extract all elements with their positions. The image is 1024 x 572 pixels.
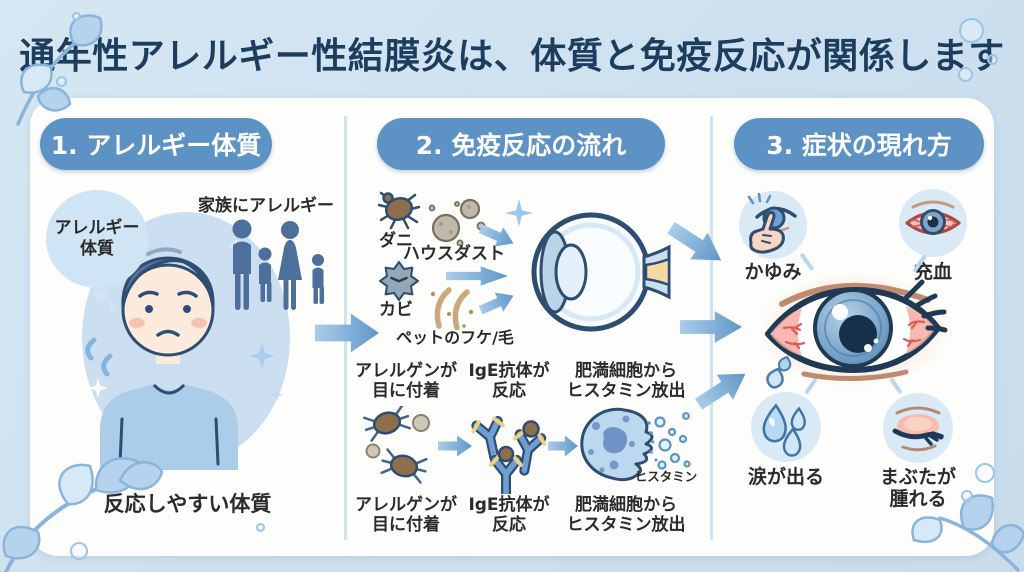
bubble-decoration — [987, 54, 998, 65]
histamine-label: ヒスタミン — [634, 469, 698, 484]
leaf-branch-decoration-top-left — [16, 14, 103, 126]
step1-label-top: アレルゲンが 目に付着 — [355, 361, 457, 402]
allergen-cluster-icon — [362, 406, 430, 485]
step2-label-top: IgE抗体が 反応 — [468, 361, 550, 402]
swollen-eyelid-circle — [883, 393, 953, 463]
bubble-decoration — [70, 542, 88, 560]
panel2-header-label: 2. 免疫反応の流れ — [415, 131, 627, 160]
step2-label-bottom: IgE抗体が 反応 — [468, 495, 550, 536]
bubble-decoration — [256, 523, 265, 532]
eye-cross-section-illustration — [531, 212, 671, 332]
family-history-label: 家族にアレルギー — [198, 196, 334, 216]
panel2-header-pill: 2. 免疫反応の流れ — [377, 118, 665, 170]
panel3-header-pill: 3. 症状の現れ方 — [734, 118, 984, 170]
tears-icon — [762, 404, 806, 457]
leaf-branch-decoration-bottom-right — [911, 494, 1024, 572]
allergen-label-mold: カビ — [379, 300, 413, 320]
step3-label-bottom: 肥満細胞から ヒスタミン放出 — [566, 495, 686, 536]
symptom-label-redness: 充血 — [913, 261, 952, 283]
bubble-decoration — [975, 463, 995, 483]
symptom-label-tears: 涙が出る — [747, 466, 824, 488]
thought-bubble-dot — [109, 303, 117, 311]
itchy-eye-circle — [739, 191, 807, 259]
inflamed-eye-illustration — [758, 272, 950, 389]
panel1-header-label: 1. アレルギー体質 — [50, 131, 262, 160]
mite-icon — [377, 191, 421, 230]
step3-label-top: 肥満細胞から ヒスタミン放出 — [566, 361, 686, 402]
bubble-decoration — [961, 490, 973, 502]
bubble-decoration — [959, 18, 984, 43]
thought-bubble-line2: 体質 — [80, 239, 114, 259]
bloodshot-eye-icon — [905, 200, 961, 235]
pet-hair-icon — [430, 287, 474, 330]
thought-bubble-line1: アレルギー — [54, 217, 140, 238]
panel1-caption: 反応しやすい体質 — [103, 492, 272, 516]
mast-cell-icon — [580, 407, 691, 482]
histamine-dots-icon — [654, 412, 691, 470]
thought-bubble-dot — [94, 289, 107, 302]
page-title: 通年性アレルギー性結膜炎は、体質と免疫反応が関係します — [19, 36, 1005, 77]
symptom-label-swollen: まぶたが 腫れる — [879, 466, 956, 511]
allergen-label-pet: ペットのフケ/毛 — [396, 328, 514, 347]
allergen-label-dust: ハウスダスト — [403, 244, 505, 264]
house-dust-icon — [428, 198, 486, 246]
bubble-decoration — [958, 67, 973, 82]
worried-boy-illustration — [82, 212, 290, 470]
family-silhouette-icon — [232, 219, 324, 310]
bloodshot-eye-circle — [899, 189, 967, 257]
panel3-header-label: 3. 症状の現れ方 — [766, 131, 952, 160]
mold-icon — [379, 261, 419, 301]
itchy-eye-icon — [747, 192, 797, 254]
symptom-label-itch: かゆみ — [744, 261, 802, 283]
step1-label-bottom: アレルゲンが 目に付着 — [355, 495, 457, 536]
thought-bubble: アレルギー 体質 — [46, 190, 148, 288]
panel1-header-pill: 1. アレルギー体質 — [40, 118, 272, 170]
leaf-branch-decoration-bottom-left — [2, 457, 164, 572]
bubble-decoration — [56, 76, 67, 87]
bubble-decoration — [72, 12, 81, 21]
allergen-label-mite: ダニ — [379, 231, 413, 251]
tears-circle — [751, 392, 821, 462]
swollen-eyelid-icon — [892, 406, 944, 452]
ige-antibody-icon — [468, 404, 550, 494]
